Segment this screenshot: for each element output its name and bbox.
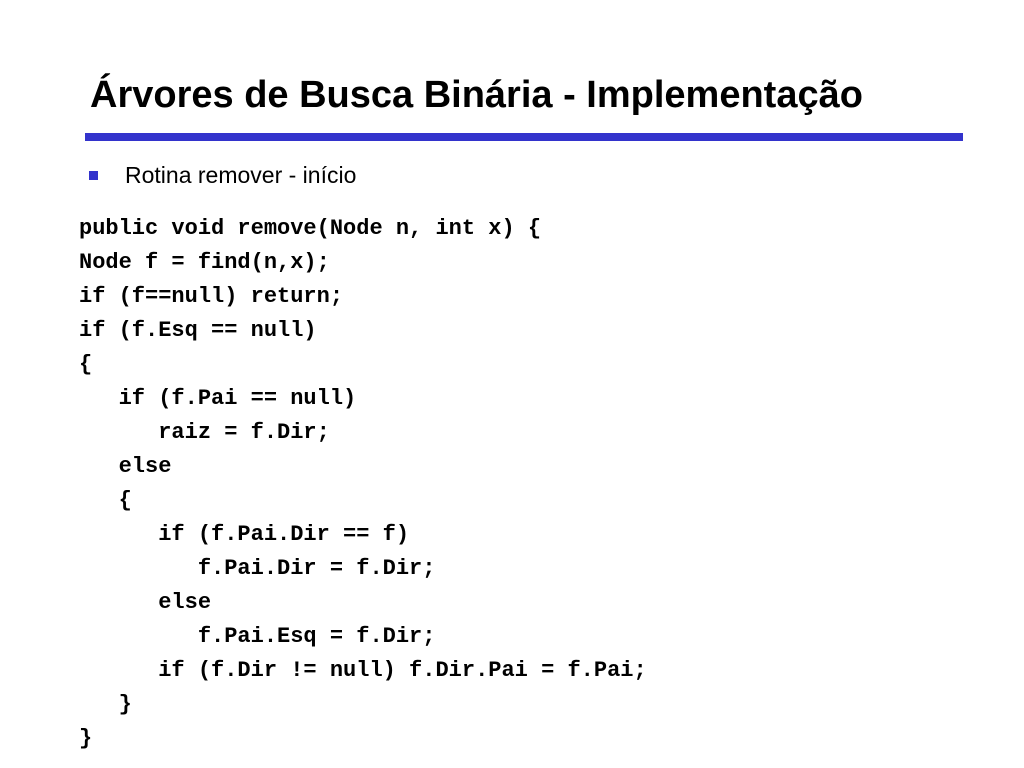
code-line: public void remove(Node n, int x) { <box>79 216 542 241</box>
code-line: if (f==null) return; <box>79 284 344 309</box>
bullet-text: Rotina remover - início <box>125 161 357 188</box>
code-line: raiz = f.Dir; <box>79 420 330 445</box>
code-line: f.Pai.Esq = f.Dir; <box>79 624 436 649</box>
code-line: { <box>79 488 132 513</box>
code-line: else <box>79 454 172 479</box>
code-line: if (f.Pai.Dir == f) <box>79 522 410 547</box>
code-line: else <box>79 590 212 615</box>
code-line: f.Pai.Dir = f.Dir; <box>79 556 436 581</box>
code-line: if (f.Dir != null) f.Dir.Pai = f.Pai; <box>79 658 647 683</box>
code-line: if (f.Esq == null) <box>79 318 317 343</box>
code-line: } <box>79 726 93 751</box>
code-line: { <box>79 352 93 377</box>
code-line: Node f = find(n,x); <box>79 250 330 275</box>
slide-title: Árvores de Busca Binária - Implementação <box>90 74 863 116</box>
title-underline <box>85 133 963 141</box>
code-line: if (f.Pai == null) <box>79 386 357 411</box>
code-block: public void remove(Node n, int x) { Node… <box>79 212 647 756</box>
code-line: } <box>79 692 132 717</box>
square-bullet-icon <box>89 170 98 180</box>
bullet-item: Rotina remover - início <box>89 160 356 190</box>
